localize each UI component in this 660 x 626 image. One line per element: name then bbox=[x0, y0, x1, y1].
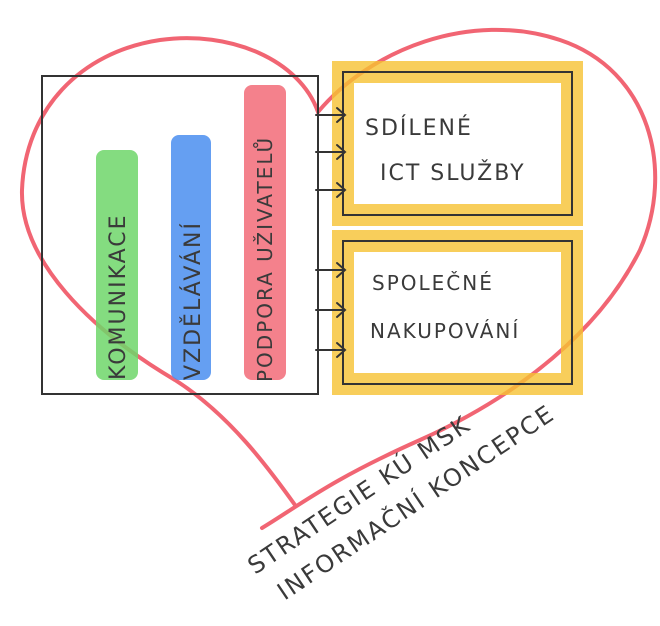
label-podpora: PODPORA UŽIVATELŮ bbox=[253, 136, 277, 382]
arrows bbox=[315, 107, 347, 358]
label-vzdelavani: VZDĚLÁVÁNÍ bbox=[180, 221, 206, 380]
caption: STRATEGIE KÚ MSK INFORMAČNÍ KONCEPCE bbox=[242, 398, 560, 606]
bar-vzdelavani bbox=[171, 135, 211, 380]
target-spolecne-line2: NAKUPOVÁNÍ bbox=[370, 319, 520, 343]
target-spolecne-line1: SPOLEČNÉ bbox=[372, 271, 494, 295]
bar-komunikace bbox=[96, 150, 138, 380]
target-sdilene-line2: ICT SLUŽBY bbox=[380, 160, 526, 186]
target-sdilene-line1: SDÍLENÉ bbox=[365, 115, 473, 141]
caption-line2: INFORMAČNÍ KONCEPCE bbox=[271, 398, 560, 606]
target-box-spolecne: SPOLEČNÉ NAKUPOVÁNÍ bbox=[332, 230, 583, 395]
target-box-sdilene: SDÍLENÉ ICT SLUŽBY bbox=[332, 61, 583, 226]
services-box bbox=[41, 75, 319, 395]
label-komunikace: KOMUNIKACE bbox=[106, 213, 131, 380]
bar-podpora bbox=[244, 85, 286, 380]
